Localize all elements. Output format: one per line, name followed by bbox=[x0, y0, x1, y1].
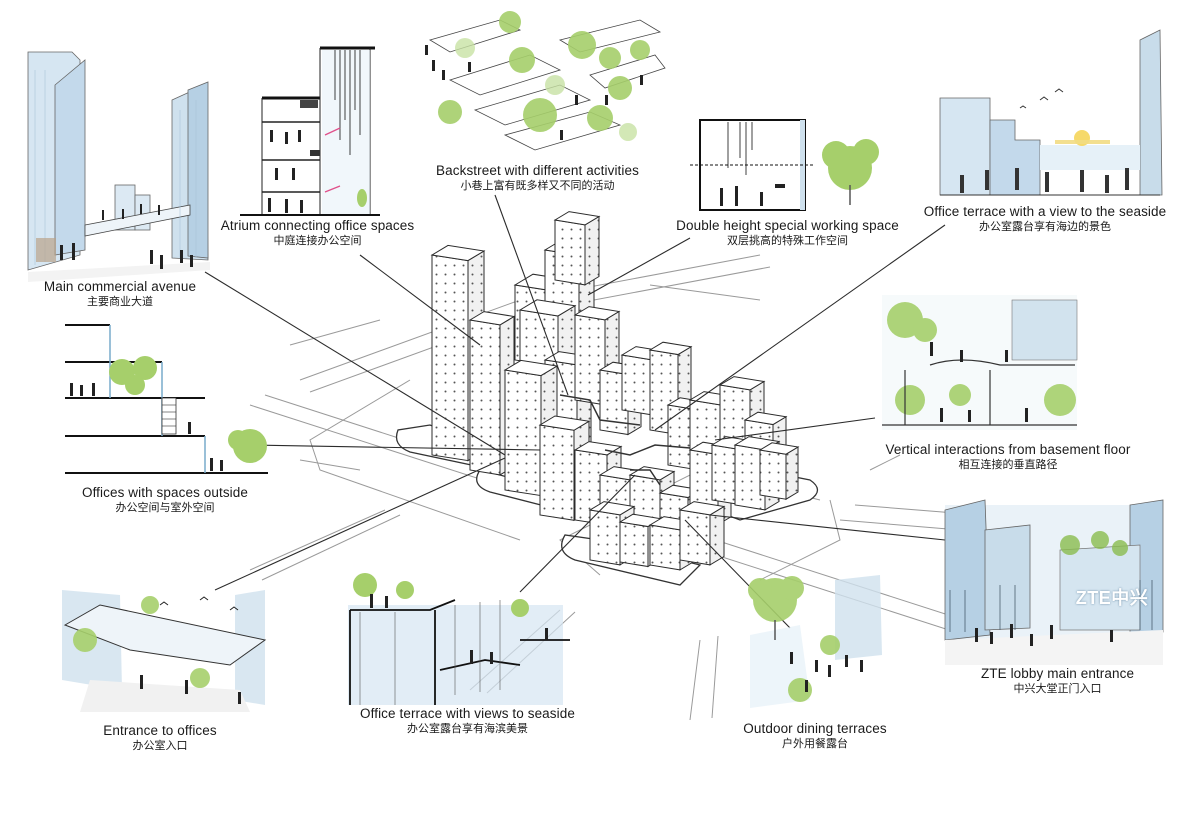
vignette-zte-lobby bbox=[944, 499, 1164, 665]
caption-zh: 办公室露台享有海滨美景 bbox=[407, 721, 528, 735]
caption-entrance-offices: Entrance to offices 办公室入口 bbox=[80, 723, 240, 752]
caption-terrace-seaside: Office terrace with views to seaside 办公室… bbox=[345, 706, 590, 735]
vignette-seaside-terrace bbox=[939, 29, 1163, 196]
caption-en: Outdoor dining terraces bbox=[743, 721, 887, 736]
caption-zh: 中兴大堂正门入口 bbox=[1013, 681, 1102, 695]
caption-vertical-interactions: Vertical interactions from basement floo… bbox=[868, 442, 1148, 471]
vignette-double-height bbox=[690, 119, 879, 211]
caption-en: Offices with spaces outside bbox=[81, 485, 249, 500]
caption-offices-outside: Offices with spaces outside 办公空间与室外空间 bbox=[50, 485, 280, 514]
caption-en: Main commercial avenue bbox=[43, 279, 197, 294]
caption-en: Double height special working space bbox=[676, 218, 899, 233]
vignette-offices-outside bbox=[65, 324, 268, 474]
caption-zh: 办公空间与室外空间 bbox=[115, 500, 215, 514]
vignette-vertical-interactions bbox=[882, 295, 1078, 430]
caption-zh: 中庭连接办公空间 bbox=[273, 233, 362, 247]
caption-en: Atrium connecting office spaces bbox=[220, 218, 415, 233]
caption-zh: 相互连接的垂直路径 bbox=[958, 457, 1058, 471]
caption-double-height: Double height special working space 双层挑高… bbox=[660, 218, 915, 247]
caption-en: Office terrace with views to seaside bbox=[360, 706, 575, 721]
vignette-entrance-offices bbox=[62, 590, 267, 712]
vignette-main-commercial-avenue bbox=[27, 51, 210, 282]
caption-zh: 户外用餐露台 bbox=[782, 736, 848, 750]
caption-main-commercial-avenue: Main commercial avenue 主要商业大道 bbox=[20, 279, 220, 308]
caption-outdoor-dining: Outdoor dining terraces 户外用餐露台 bbox=[725, 721, 905, 750]
caption-zh: 办公室露台享有海边的景色 bbox=[979, 219, 1111, 233]
tower-block bbox=[678, 501, 726, 566]
caption-en: Vertical interactions from basement floo… bbox=[885, 442, 1131, 457]
caption-en: Entrance to offices bbox=[103, 723, 217, 738]
caption-seaside-terrace: Office terrace with a view to the seasid… bbox=[905, 204, 1185, 233]
massing-connectors bbox=[559, 394, 691, 486]
caption-backstreet: Backstreet with different activities 小巷上… bbox=[415, 163, 660, 192]
caption-en: Backstreet with different activities bbox=[436, 163, 639, 178]
caption-atrium: Atrium connecting office spaces 中庭连接办公空间 bbox=[205, 218, 430, 247]
vignette-atrium bbox=[240, 46, 380, 216]
caption-zh: 小巷上富有既多样又不同的活动 bbox=[460, 178, 615, 192]
zte-logo: ZTE中兴 bbox=[1075, 588, 1149, 608]
caption-en: Office terrace with a view to the seasid… bbox=[923, 204, 1167, 219]
tower-block bbox=[758, 442, 800, 501]
caption-zte-lobby: ZTE lobby main entrance 中兴大堂正门入口 bbox=[955, 666, 1160, 695]
vignette-outdoor-dining bbox=[748, 575, 882, 708]
caption-en: ZTE lobby main entrance bbox=[980, 666, 1135, 681]
tower-block bbox=[553, 211, 601, 286]
caption-zh: 办公室入口 bbox=[132, 738, 188, 752]
caption-zh: 主要商业大道 bbox=[87, 294, 153, 308]
vignette-backstreet bbox=[425, 11, 666, 151]
caption-zh: 双层挑高的特殊工作空间 bbox=[727, 233, 848, 247]
vignette-terrace-seaside bbox=[348, 573, 570, 705]
